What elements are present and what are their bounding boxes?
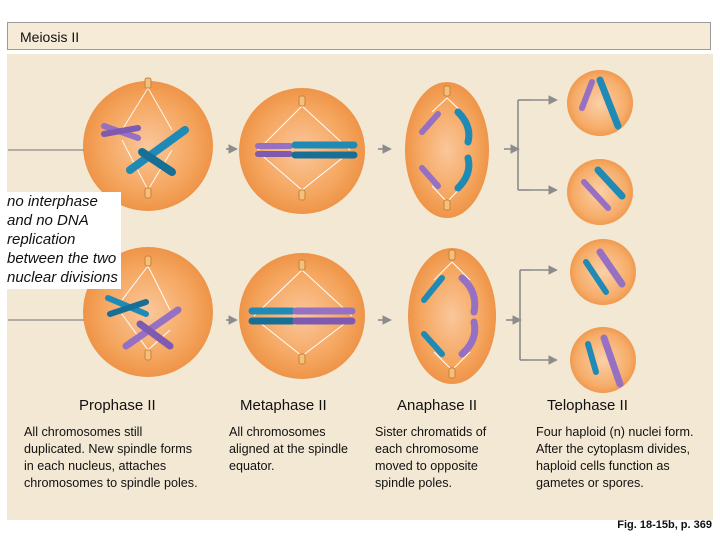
centrosome-bottom xyxy=(443,199,451,211)
centrosome-bottom xyxy=(298,353,306,365)
progression-arrows xyxy=(226,95,558,365)
cell-prophase-top xyxy=(83,81,213,211)
cell-telophase-3 xyxy=(570,239,636,305)
cell-telophase-2 xyxy=(567,159,633,225)
centrosome-bottom xyxy=(144,349,152,361)
separated-chromatids xyxy=(419,108,473,192)
chromosome-purple xyxy=(122,306,182,350)
stage-description-prophase: All chromosomes still duplicated. New sp… xyxy=(24,425,198,490)
centrosome-top xyxy=(144,77,152,89)
chromosome-blue xyxy=(105,295,149,317)
centrosome-bottom xyxy=(298,189,306,201)
stage-description-anaphase: Sister chromatids of each chromosome mov… xyxy=(375,425,487,490)
cell-anaphase-top xyxy=(405,82,489,218)
centrosome-bottom xyxy=(448,367,456,379)
branch-lines xyxy=(517,99,530,361)
centrosome-top xyxy=(298,259,306,271)
cell-metaphase-bottom xyxy=(239,253,365,379)
stage-description-telophase: Four haploid (n) nuclei form. After the … xyxy=(536,425,694,490)
chromosomes-aligned xyxy=(248,307,356,325)
separated-chromatids xyxy=(421,274,479,358)
cell-metaphase-top xyxy=(239,88,365,214)
stage-label-prophase: Prophase II xyxy=(79,397,156,414)
cell-anaphase-bottom xyxy=(408,248,496,384)
chromosomes-aligned xyxy=(255,141,358,159)
stage-description-metaphase: All chromosomes aligned at the spindle e… xyxy=(229,425,349,473)
centrosome-top xyxy=(144,255,152,267)
stage-label-telophase: Telophase II xyxy=(547,397,628,414)
note-no-interphase: no interphase and no DNA replication bet… xyxy=(7,192,121,289)
chromosome-blue xyxy=(126,126,189,176)
chromosome-purple xyxy=(101,123,141,141)
stage-label-anaphase: Anaphase II xyxy=(397,397,478,414)
centrosome-bottom xyxy=(144,187,152,199)
figure-title: Meiosis II xyxy=(20,29,80,45)
centrosome-top xyxy=(298,95,306,107)
centrosome-top xyxy=(448,249,456,261)
centrosome-top xyxy=(443,85,451,97)
note-pointer-lines xyxy=(8,149,84,321)
stage-label-metaphase: Metaphase II xyxy=(240,397,327,414)
title-bar: Meiosis II xyxy=(7,22,711,50)
figure-caption: Fig. 18-15b, p. 369 xyxy=(617,519,712,531)
